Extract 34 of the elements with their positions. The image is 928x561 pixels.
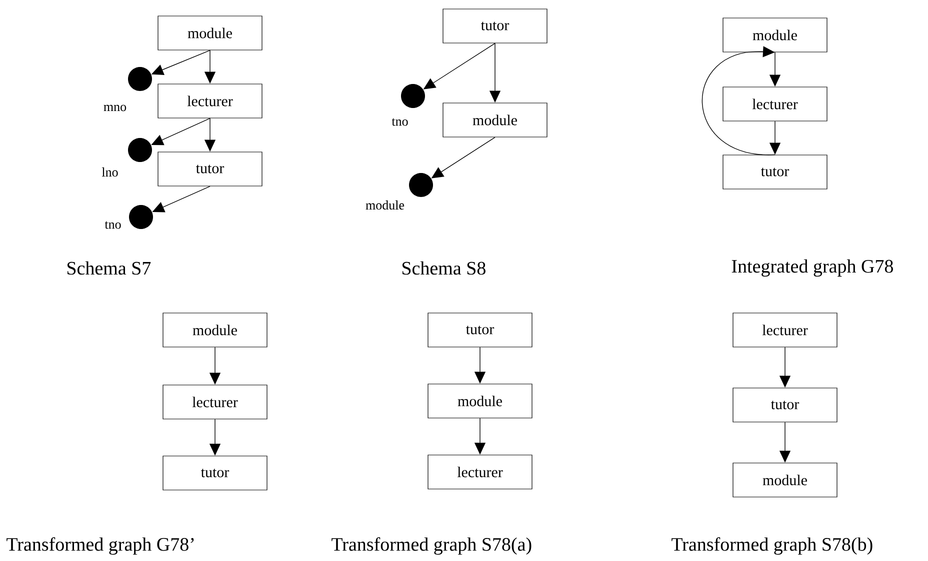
attribute-dot (128, 138, 152, 162)
attribute-label: lno (102, 167, 118, 177)
attribute-label: tno (104, 221, 121, 229)
entity-box: lecturer (428, 454, 532, 490)
attribute-dot (129, 205, 153, 229)
attribute-label: tno (392, 118, 408, 126)
entity-box: module (158, 16, 262, 50)
entity-box: lecturer (722, 86, 828, 122)
entity-box: module (442, 102, 548, 138)
entity-box: module (722, 18, 828, 52)
arrow (702, 46, 776, 156)
entity-box: module (428, 384, 532, 418)
entity-box: tutor (722, 154, 828, 190)
caption: Transformed graph G78’ (6, 537, 194, 555)
entity-box: tutor (162, 456, 268, 490)
entity-box: lecturer (158, 84, 262, 118)
caption: Schema S7 (67, 261, 151, 275)
entity-box: tutor (428, 312, 532, 348)
attribute-label: mno (104, 104, 126, 112)
entity-box: module (732, 462, 838, 498)
caption: Transformed graph S78(a) (332, 537, 532, 555)
attribute-dot (401, 84, 425, 108)
entity-box: lecturer (732, 312, 838, 348)
entity-box: lecturer (162, 384, 268, 420)
attribute-dot (409, 173, 433, 197)
caption: Integrated graph G78 (732, 259, 893, 277)
entity-box: tutor (442, 8, 548, 44)
entity-box: module (162, 312, 268, 348)
entity-box: tutor (158, 152, 262, 186)
caption: Transformed graph S78(b) (672, 537, 872, 555)
attribute-label: module (366, 200, 404, 210)
entity-box: tutor (732, 388, 838, 422)
caption: Schema S8 (402, 261, 486, 275)
attribute-dot (128, 67, 152, 91)
